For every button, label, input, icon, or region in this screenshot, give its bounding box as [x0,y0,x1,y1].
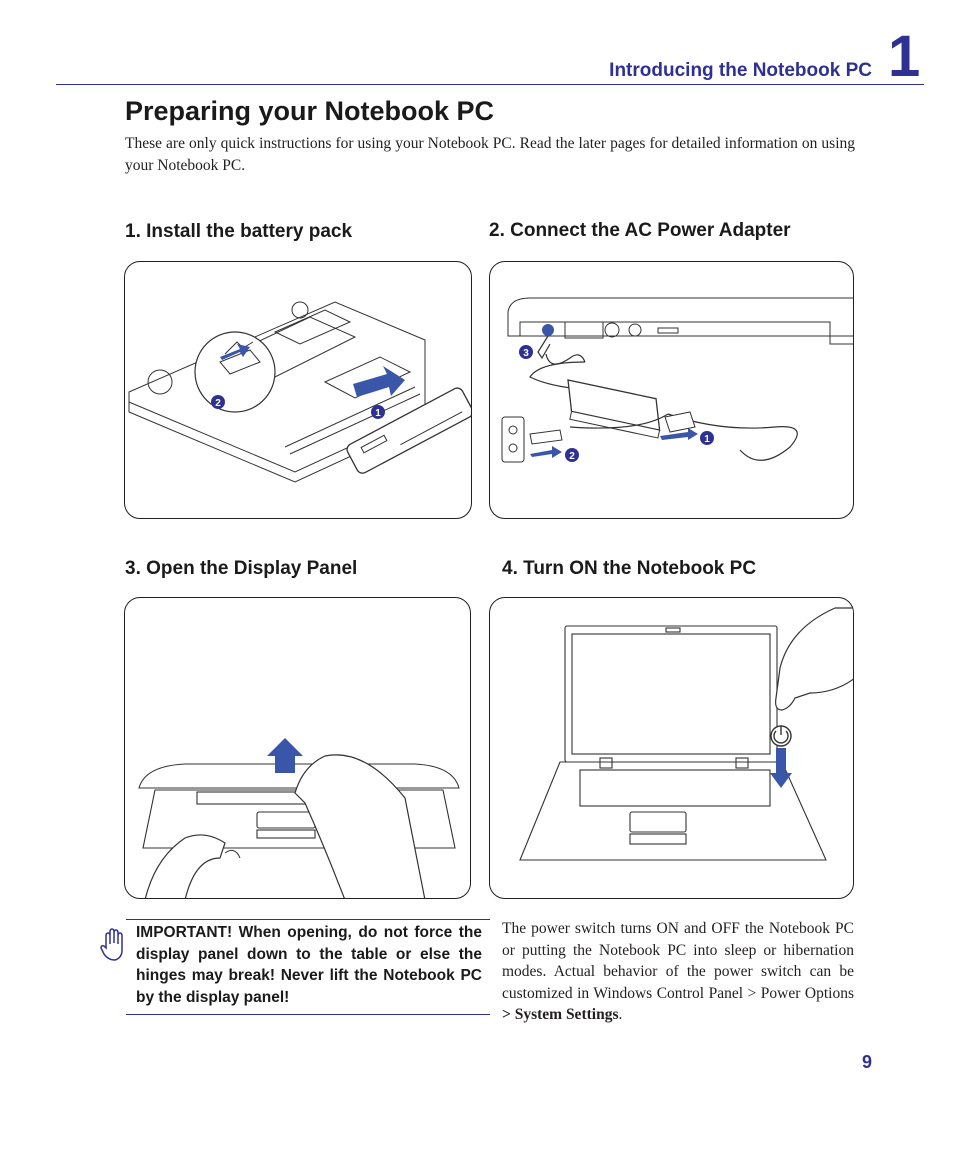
step-3-heading: 3. Open the Display Panel [125,558,358,579]
step-2-heading: 2. Connect the AC Power Adapter [489,220,791,241]
battery-install-illustration: 1 2 [124,261,472,519]
step-1-heading: 1. Install the battery pack [125,221,353,242]
power-switch-note: The power switch turns ON and OFF the No… [502,918,854,1026]
ac-adapter-illustration: 1 2 3 [489,261,854,519]
page-title: Preparing your Notebook PC [125,96,495,126]
callout-1: 1 [375,408,381,419]
step-4-heading: 4. Turn ON the Notebook PC [502,558,757,579]
intro-paragraph: These are only quick instructions for us… [125,135,855,174]
callout-2: 2 [569,451,575,462]
open-display-illustration [124,597,471,899]
hand-icon [100,928,126,967]
header-rule [56,84,924,85]
callout-2: 2 [215,398,221,409]
important-note: IMPORTANT! When opening, do not force th… [136,924,482,1006]
callout-3: 3 [523,348,529,359]
important-top-rule [126,919,490,920]
chapter-number: 1 [888,24,921,89]
important-bottom-rule [126,1014,490,1015]
note-emphasis: > System Settings [502,1006,619,1023]
callout-1: 1 [704,434,710,445]
page-number: 9 [862,1052,873,1072]
note-text: The power switch turns ON and OFF the No… [502,920,854,1002]
power-on-illustration [489,597,854,899]
note-end: . [618,1006,623,1023]
chapter-title: Introducing the Notebook PC [609,60,872,81]
